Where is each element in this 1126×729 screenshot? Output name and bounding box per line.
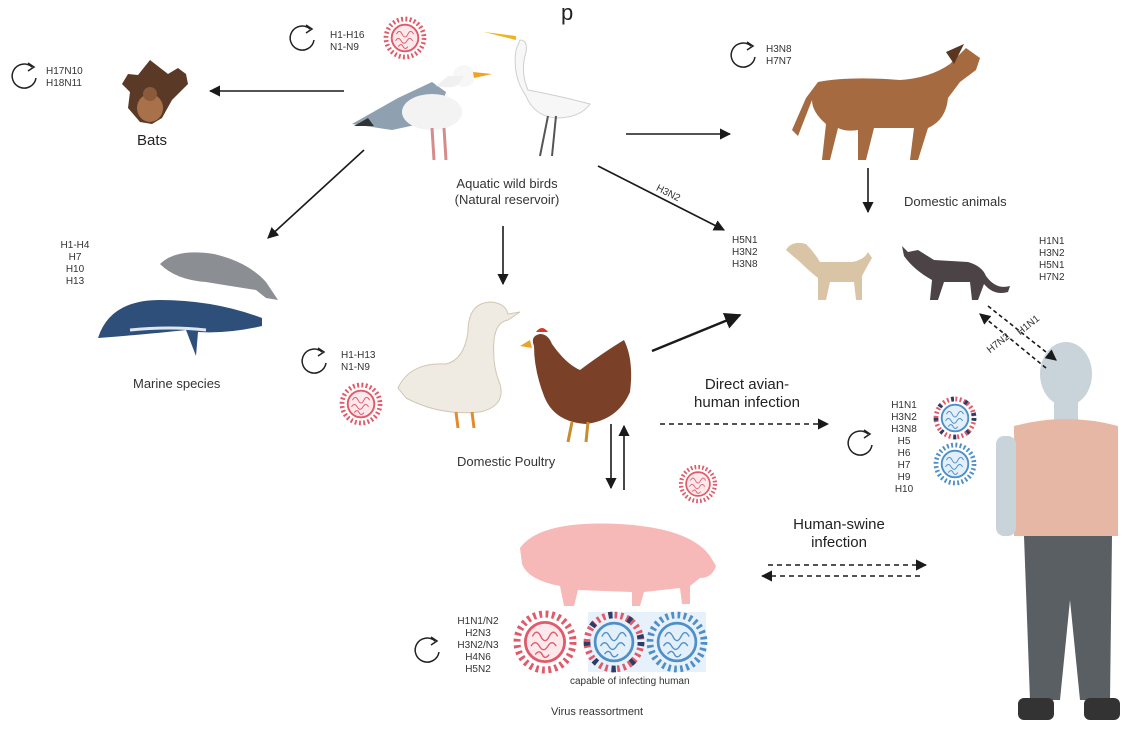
pig-icon xyxy=(520,524,716,607)
mixed-virus-icon xyxy=(936,399,974,437)
poultry-label: Domestic Poultry xyxy=(457,454,555,470)
avian-virus-icon xyxy=(386,19,424,57)
domestic-animals-label: Domestic animals xyxy=(904,194,1007,210)
mixed-virus-icon xyxy=(587,615,641,669)
capable-label: capable of infecting human xyxy=(570,676,690,688)
replication-cycle-icon xyxy=(731,42,755,67)
avian-virus-icon xyxy=(681,467,715,501)
bats-subtypes: H17N10 H18N11 xyxy=(46,66,83,90)
swine-subtypes: H1N1/N2 H2N3 H3N2/N3 H4N6 H5N2 xyxy=(448,616,508,676)
dog-icon xyxy=(786,243,872,300)
whale-icon xyxy=(98,300,262,356)
manatee-icon xyxy=(160,252,278,300)
transmission-arrows xyxy=(210,91,1056,576)
horse-icon xyxy=(792,44,980,160)
avian-human-subtypes: H1N1 H3N2 H3N8 H5 H6 H7 H9 H10 xyxy=(882,400,926,496)
wild-birds-subtypes: H1-H16 N1-N9 xyxy=(330,30,364,54)
top-text: p xyxy=(561,0,573,26)
replication-cycle-icon xyxy=(415,637,439,662)
avian-virus-icon xyxy=(517,614,573,670)
replication-cycle-icon xyxy=(290,25,314,50)
cat-subtypes: H1N1 H3N2 H5N1 H7N2 xyxy=(1039,236,1065,284)
avian-human-label: Direct avian- human infection xyxy=(672,376,822,412)
wild-birds-label: Aquatic wild birds (Natural reservoir) xyxy=(432,176,582,207)
horse-subtypes: H3N8 H7N7 xyxy=(766,44,792,68)
replication-cycle-icon xyxy=(848,430,872,455)
marine-subtypes: H1-H4 H7 H10 H13 xyxy=(50,240,100,288)
replication-cycle-icon xyxy=(12,63,36,88)
bats-label: Bats xyxy=(137,132,167,150)
marine-label: Marine species xyxy=(133,376,220,392)
human-swine-label: Human-swine infection xyxy=(774,516,904,552)
gull-icon xyxy=(352,65,492,160)
cat-icon xyxy=(902,246,1010,300)
replication-cycle-icon xyxy=(302,348,326,373)
human-icon xyxy=(996,342,1120,720)
human-virus-icon xyxy=(936,445,974,483)
poultry-subtypes: H1-H13 N1-N9 xyxy=(341,350,375,374)
egret-icon xyxy=(484,32,590,156)
bat-icon xyxy=(122,60,188,124)
chicken-icon xyxy=(520,328,631,442)
avian-virus-icon xyxy=(342,385,380,423)
reassortment-label: Virus reassortment xyxy=(551,706,643,719)
goose-icon xyxy=(398,302,520,428)
dog-subtypes: H5N1 H3N2 H3N8 xyxy=(732,235,758,271)
